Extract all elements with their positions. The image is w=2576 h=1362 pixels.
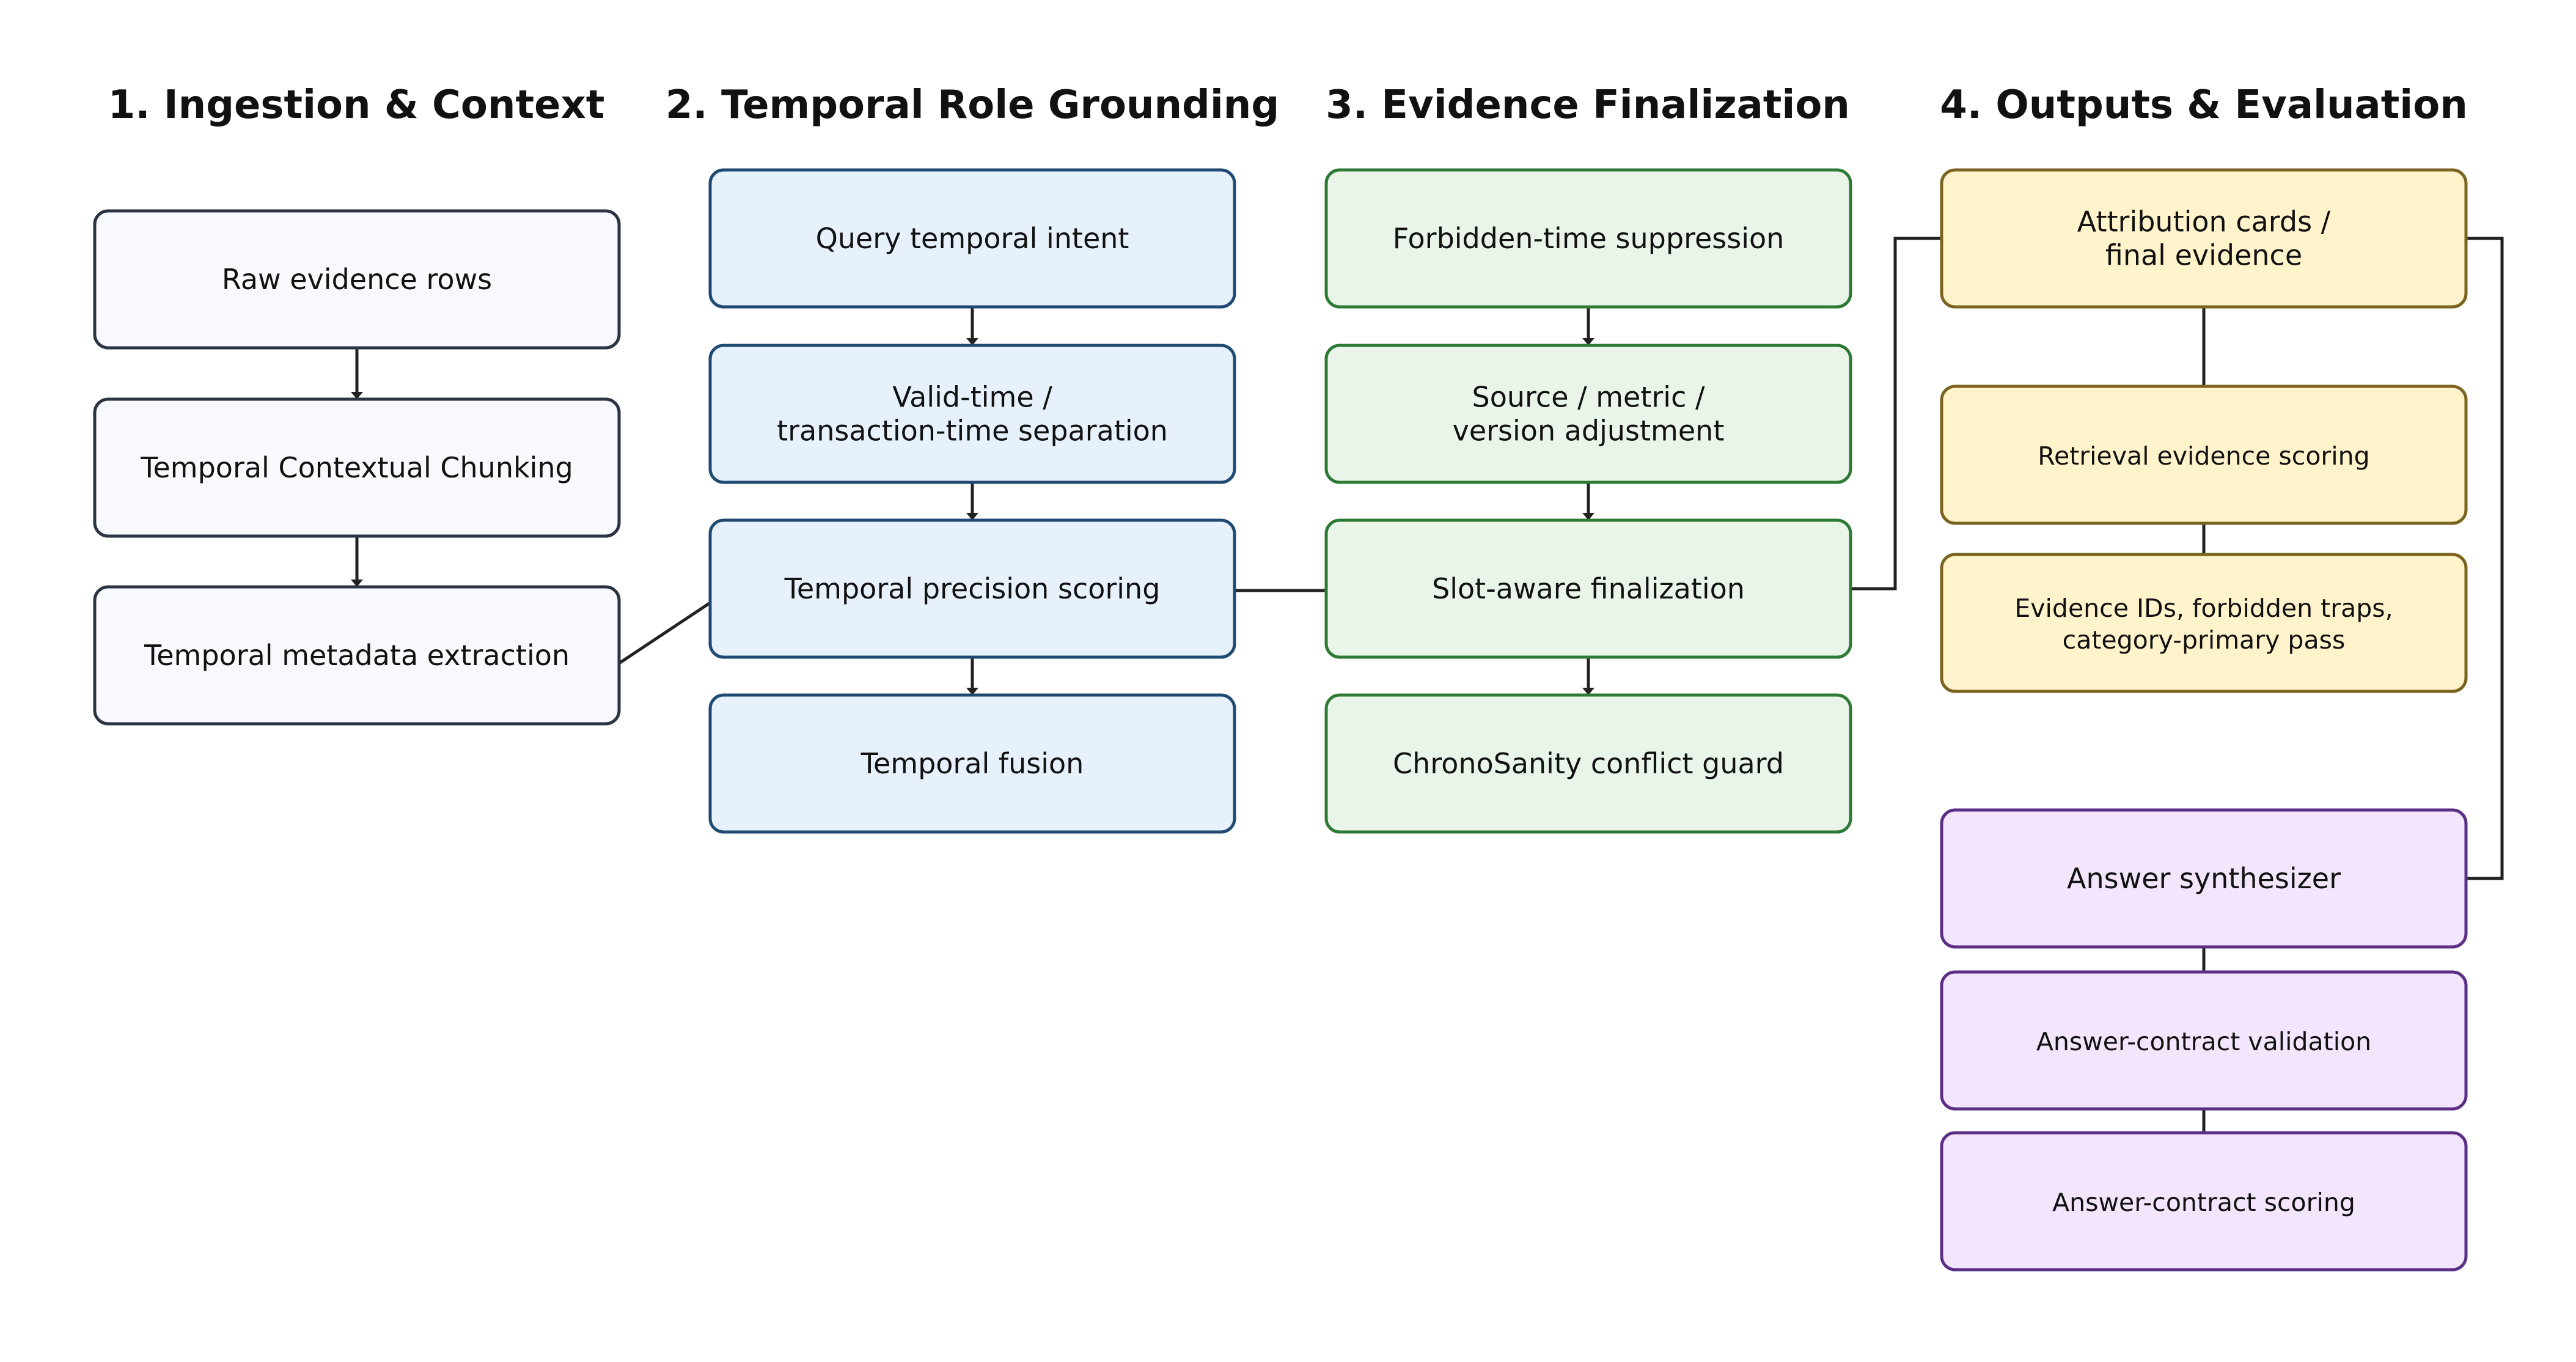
node-label-chunk: Temporal Contextual Chunking (140, 451, 573, 484)
arrowhead-validtime-precision (966, 513, 978, 520)
node-box-fusion (708, 693, 1236, 834)
node-label-contract: Answer-contract validation (2036, 1027, 2371, 1056)
node-cards: Attribution cards /final evidence (1940, 168, 2468, 309)
edge-meta-precision (618, 601, 711, 665)
node-label-slot: Slot-aware finalization (1432, 572, 1745, 605)
column-title-ingestion: 1. Ingestion & Context (108, 83, 605, 128)
arrowhead-slot-chrono (1582, 688, 1594, 695)
node-box-validtime (708, 344, 1236, 484)
arrowhead-intent-validtime (966, 338, 978, 345)
node-box-contract (1940, 970, 2468, 1111)
node-label-ids: Evidence IDs, forbidden traps, (2014, 594, 2393, 623)
node-label-chrono: ChronoSanity conflict guard (1393, 747, 1784, 780)
node-label-synth: Answer synthesizer (2067, 862, 2341, 895)
arrowhead-source-slot (1582, 513, 1594, 520)
node-box-intent (708, 168, 1236, 309)
node-label-intent: Query temporal intent (816, 222, 1129, 255)
node-label-raw: Raw evidence rows (222, 263, 492, 296)
node-label-precision: Temporal precision scoring (784, 572, 1161, 605)
node-label-validtime: transaction-time separation (777, 414, 1168, 447)
node-label-cards: final evidence (2105, 239, 2302, 272)
edge-cards-synth (2466, 237, 2504, 880)
node-meta: Temporal metadata extraction (93, 585, 621, 726)
node-box-slot (1324, 518, 1852, 659)
edge-slot-cards (1851, 237, 1942, 591)
node-retrieval: Retrieval evidence scoring (1940, 385, 2468, 525)
node-label-validtime: Valid-time / (892, 381, 1052, 414)
node-ids: Evidence IDs, forbidden traps,category-p… (1940, 553, 2468, 693)
node-validtime: Valid-time /transaction-time separation (708, 344, 1236, 484)
node-chunk: Temporal Contextual Chunking (93, 397, 621, 538)
node-raw: Raw evidence rows (93, 209, 621, 350)
arrowhead-forbidden-source (1582, 338, 1594, 345)
node-box-cards (1940, 168, 2468, 309)
node-synth: Answer synthesizer (1940, 808, 2468, 949)
arrowhead-chunk-meta (351, 580, 363, 587)
column-title-finalization: 3. Evidence Finalization (1326, 83, 1850, 128)
node-label-cards: Attribution cards / (2077, 205, 2331, 238)
node-source: Source / metric /version adjustment (1324, 344, 1852, 484)
node-box-meta (93, 585, 621, 726)
node-label-meta: Temporal metadata extraction (144, 639, 570, 672)
arrowhead-precision-fusion (966, 688, 978, 695)
node-chrono: ChronoSanity conflict guard (1324, 693, 1852, 834)
node-label-source: version adjustment (1453, 414, 1725, 447)
node-box-retrieval (1940, 385, 2468, 525)
node-intent: Query temporal intent (708, 168, 1236, 309)
node-label-fusion: Temporal fusion (861, 747, 1084, 780)
node-box-forbidden (1324, 168, 1852, 309)
column-title-grounding: 2. Temporal Role Grounding (666, 83, 1279, 128)
node-label-forbidden: Forbidden-time suppression (1393, 222, 1785, 255)
node-box-synth (1940, 808, 2468, 949)
node-box-precision (708, 518, 1236, 659)
node-precision: Temporal precision scoring (708, 518, 1236, 659)
node-box-chrono (1324, 693, 1852, 834)
node-label-retrieval: Retrieval evidence scoring (2038, 441, 2369, 471)
node-label-contractscore: Answer-contract scoring (2052, 1188, 2355, 1217)
node-box-source (1324, 344, 1852, 484)
node-contract: Answer-contract validation (1940, 970, 2468, 1111)
node-box-chunk (93, 397, 621, 538)
node-label-source: Source / metric / (1472, 381, 1705, 414)
node-box-raw (93, 209, 621, 350)
node-contractscore: Answer-contract scoring (1940, 1131, 2468, 1272)
node-forbidden: Forbidden-time suppression (1324, 168, 1852, 309)
column-title-outputs: 4. Outputs & Evaluation (1940, 83, 2468, 128)
node-slot: Slot-aware finalization (1324, 518, 1852, 659)
node-box-contractscore (1940, 1131, 2468, 1272)
arrowhead-raw-chunk (351, 392, 363, 399)
node-label-ids: category-primary pass (2063, 625, 2346, 655)
node-box-ids (1940, 553, 2468, 693)
node-fusion: Temporal fusion (708, 693, 1236, 834)
